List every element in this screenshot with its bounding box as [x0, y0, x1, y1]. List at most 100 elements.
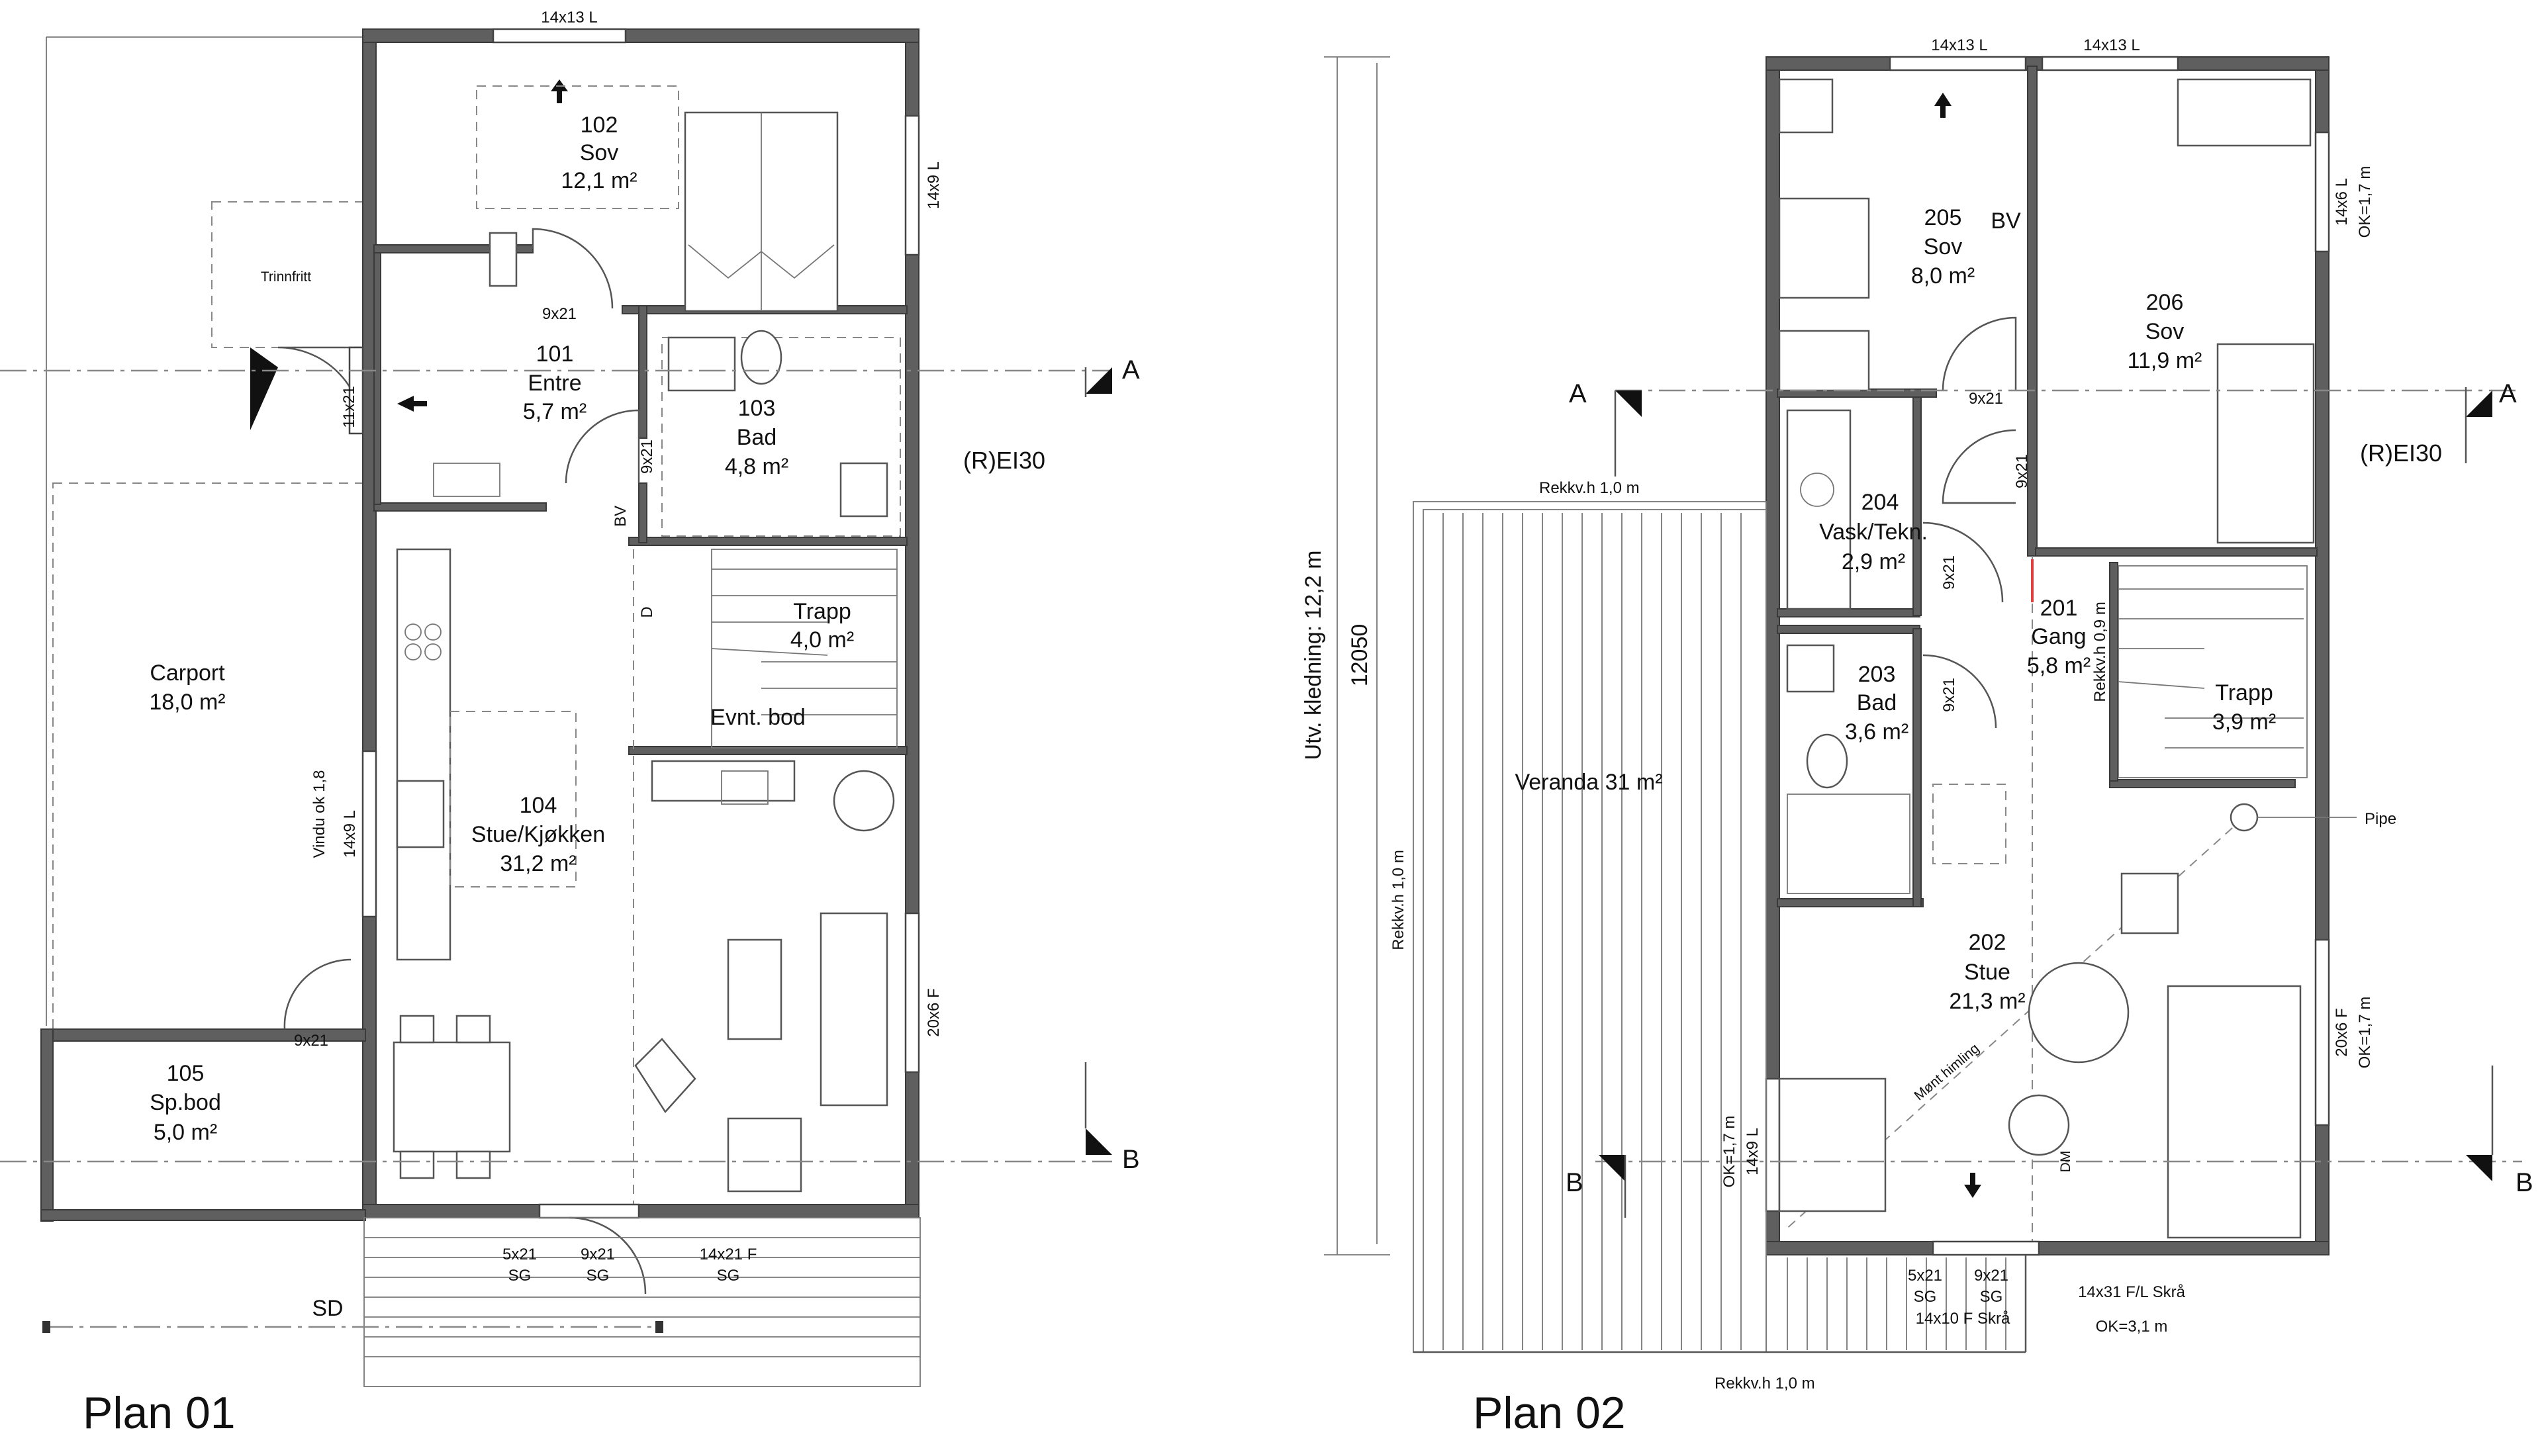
stair-2-name: Trapp: [2215, 680, 2273, 705]
plan2-furniture: [1778, 78, 2315, 1239]
room-202-name: Stue: [1964, 960, 2010, 985]
door-101-label: 9x21: [542, 305, 577, 323]
section-a2-right-arrow-icon: [2466, 390, 2492, 417]
dimension-12050: 12050: [1347, 624, 1372, 687]
veranda-label: Veranda 31 m²: [1515, 770, 1662, 795]
section-b2-right-letter: B: [2516, 1168, 2533, 1197]
coffee-table: [727, 938, 782, 1040]
window-202-left-ok: OK=1,7 m: [1720, 1116, 1738, 1188]
room-101-name: Entre: [528, 371, 581, 396]
room-104-name: Stue/Kjøkken: [471, 822, 605, 847]
room-205-name: Sov: [1924, 234, 1963, 259]
door-swing-205: [1942, 316, 2017, 391]
bv-label: BV: [612, 506, 630, 527]
plan2-fire-rating: (R)EI30: [2360, 439, 2442, 467]
door-swing-203: [1922, 654, 1997, 729]
plan2-windows: [1765, 56, 2330, 1256]
sd-label: SD: [312, 1296, 343, 1321]
toilet: [740, 330, 782, 385]
balcony-window-sg-3: SG: [717, 1267, 740, 1285]
balcony2-ok-31: OK=3,1 m: [2096, 1318, 2168, 1336]
section-b2-left-letter: B: [1566, 1168, 1583, 1197]
section-a2-left-arrow-icon: [1615, 390, 1642, 417]
veranda-decking: [1442, 513, 2006, 1350]
room-203-number: 203: [1858, 662, 1896, 687]
trinnfritt-label: Trinnfritt: [261, 269, 311, 285]
room-103-area: 4,8 m²: [725, 454, 788, 479]
door-swing-105: [283, 958, 352, 1030]
balcony-door-5x21-label: 5x21: [502, 1246, 537, 1263]
stair-plan1: [711, 549, 898, 749]
section-b2-right-arrow-icon: [2466, 1155, 2492, 1181]
sofa-202: [2167, 985, 2302, 1239]
room-105-area: 5,0 m²: [154, 1120, 217, 1145]
window-left-label: 14x9 L: [341, 810, 359, 858]
room-101-area: 5,7 m²: [523, 399, 587, 424]
door-swing-101: [532, 228, 614, 309]
balcony2-door-5x21: 5x21: [1908, 1267, 1942, 1285]
room-206-number: 206: [2146, 290, 2184, 315]
plan1-terrace: [42, 1217, 921, 1387]
room-206-name: Sov: [2145, 319, 2185, 344]
window-206-label: 14x13 L: [2083, 36, 2140, 54]
carport-area: 18,0 m²: [149, 690, 225, 715]
window-top-label: 14x13 L: [541, 9, 597, 26]
door-205-label: 9x21: [1969, 390, 2003, 408]
window-206-side-label: 14x6 L: [2333, 178, 2351, 226]
plan2-dimension: [1324, 56, 1390, 1255]
plan1-doors: [250, 79, 647, 1295]
balcony2-sg-2: SG: [1980, 1288, 2003, 1306]
round-table: [2028, 962, 2130, 1064]
bed-206: [2177, 78, 2312, 147]
railing-stair-label: Rekkv.h 0,9 m: [2091, 602, 2109, 702]
door-swing-206: [1942, 429, 2016, 504]
door-203-label: 9x21: [1940, 678, 1958, 712]
room-104-number: 104: [520, 793, 557, 818]
plan1-exterior-walls: [40, 28, 919, 1222]
outer-cladding-label: Utv. kledning: 12,2 m: [1301, 551, 1326, 760]
balcony2-sg-1: SG: [1914, 1288, 1937, 1306]
door-swing-103: [565, 409, 640, 484]
stair-1-name: Trapp: [793, 599, 851, 624]
window-205-label: 14x13 L: [1931, 36, 1987, 54]
stair-d-label: D: [638, 606, 656, 617]
bv-label-2: BV: [1991, 208, 2021, 234]
stair-plan2: [2118, 565, 2308, 778]
room-203-name: Bad: [1857, 690, 1897, 715]
escape-window-arrow-icon: [1934, 93, 1952, 106]
door-206-label: 9x21: [2013, 454, 2031, 488]
room-102-name: Sov: [580, 140, 619, 165]
evnt-bod-label: Evnt. bod: [710, 705, 806, 730]
carport-name: Carport: [150, 660, 225, 686]
section-a2-left-letter: A: [1569, 379, 1587, 408]
railing-top-label: Rekkv.h 1,0 m: [1539, 479, 1640, 497]
door-swing-204: [1922, 522, 2004, 603]
window-sill-label: Vindu ok 1,8: [310, 770, 328, 858]
armchair: [833, 770, 895, 832]
wardrobe-206: [2216, 343, 2315, 544]
plan-01: 14x13 L 14x9 L 20x6 F 14x9 L Vindu ok 1,…: [0, 9, 1140, 1438]
room-205-number: 205: [1924, 205, 1962, 230]
room-204-number: 204: [1861, 490, 1899, 515]
balcony-door-sg-2: SG: [587, 1267, 610, 1285]
window-206-side-ok: OK=1,7 m: [2356, 166, 2374, 238]
room-206-area: 11,9 m²: [2128, 348, 2202, 373]
plan-02-title: Plan 02: [1473, 1388, 1626, 1438]
pipe-label: Pipe: [2365, 810, 2396, 828]
door-204-label: 9x21: [1940, 555, 1958, 590]
exit-arrow-icon: [1964, 1185, 1981, 1198]
carport-outline: [46, 36, 365, 1033]
stair-1-area: 4,0 m²: [790, 627, 854, 653]
ceiling-label: Mønt himling: [1911, 1041, 1982, 1104]
plan-02: 14x13 L 14x13 L 14x6 L OK=1,7 m 20x6 F O…: [1301, 36, 2533, 1438]
dining-table: [393, 1041, 511, 1153]
room-201-area: 5,8 m²: [2027, 653, 2091, 678]
kitchen-counter: [396, 548, 451, 961]
plan1-furniture: [393, 85, 901, 1193]
balcony2-window-14x10: 14x10 F Skrå: [1916, 1310, 2010, 1328]
plan2-veranda: [1413, 501, 2027, 1353]
railing-bottom-label: Rekkv.h 1,0 m: [1715, 1375, 1815, 1392]
room-105-number: 105: [167, 1061, 205, 1086]
section-a2-right-letter: A: [2499, 379, 2517, 408]
